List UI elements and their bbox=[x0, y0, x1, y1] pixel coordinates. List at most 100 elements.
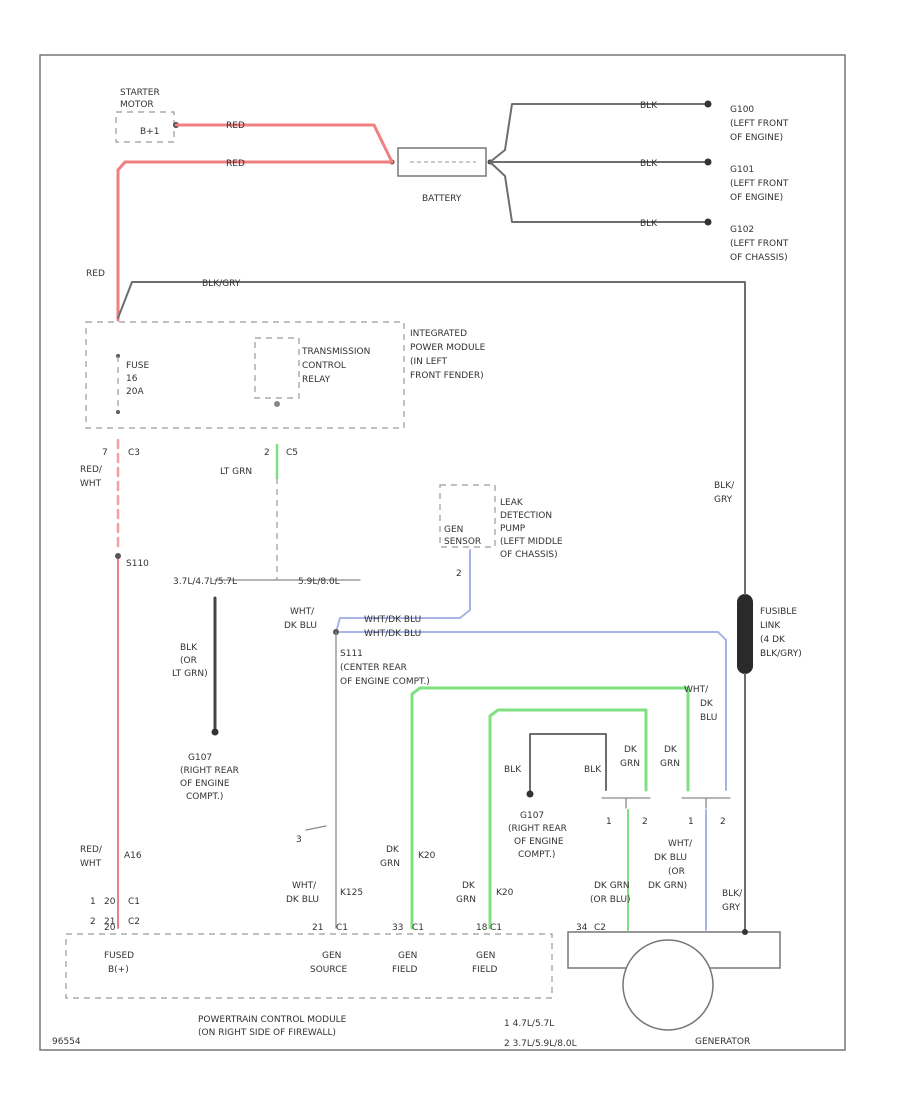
splice-s110 bbox=[115, 553, 121, 559]
wire-label-dk-grn-or-blu: DK GRN bbox=[594, 881, 630, 891]
ipm-label: INTEGRATED bbox=[410, 329, 467, 339]
wire-dk-grn-outer bbox=[410, 686, 690, 930]
connector-right bbox=[681, 797, 731, 809]
svg-text:MOTOR: MOTOR bbox=[120, 100, 154, 110]
svg-text:DK BLU: DK BLU bbox=[654, 853, 687, 863]
svg-text:PUMP: PUMP bbox=[500, 524, 526, 534]
wire-label-wht-dkblu-left: WHT/ bbox=[290, 607, 315, 617]
svg-text:OF CHASSIS): OF CHASSIS) bbox=[730, 253, 788, 263]
footnote-2: 2 3.7L/5.9L/8.0L bbox=[504, 1039, 577, 1049]
wire-label-red-2: RED bbox=[226, 159, 245, 169]
connector-c1-num: 20 bbox=[104, 897, 116, 907]
svg-text:DETECTION: DETECTION bbox=[500, 511, 552, 521]
svg-text:CONTROL: CONTROL bbox=[302, 361, 346, 371]
circuit-a16: A16 bbox=[124, 851, 142, 861]
footnote-1: 1 4.7L/5.7L bbox=[504, 1019, 554, 1029]
svg-text:B(+): B(+) bbox=[108, 965, 129, 975]
ground-g102 bbox=[704, 218, 712, 226]
svg-text:(4 DK: (4 DK bbox=[760, 635, 786, 645]
svg-text:BLK/GRY): BLK/GRY) bbox=[760, 649, 802, 659]
ground-label-g107-b: G107 bbox=[520, 811, 544, 821]
svg-text:(RIGHT REAR: (RIGHT REAR bbox=[508, 824, 567, 834]
svg-text:(ON RIGHT SIDE OF FIREWALL): (ON RIGHT SIDE OF FIREWALL) bbox=[198, 1028, 336, 1038]
svg-text:(IN LEFT: (IN LEFT bbox=[410, 357, 447, 367]
svg-text:GRY: GRY bbox=[722, 903, 741, 913]
pcm-pin-c1c: C1 bbox=[490, 923, 502, 933]
transmission-control-relay-box bbox=[254, 337, 300, 399]
integrated-power-module-box bbox=[85, 321, 405, 429]
svg-text:(RIGHT REAR: (RIGHT REAR bbox=[180, 766, 239, 776]
wire-label-dk-grn-ckt1: DK bbox=[386, 845, 400, 855]
svg-text:20A: 20A bbox=[126, 387, 144, 397]
pcm-pin-20: 20 bbox=[104, 923, 116, 933]
leak-pump-pin: 2 bbox=[456, 569, 462, 579]
wire-label-wht-dkblu-1: WHT/DK BLU bbox=[364, 615, 421, 625]
svg-text:GRN: GRN bbox=[660, 759, 680, 769]
wire-label-dk-grn-1: DK bbox=[624, 745, 638, 755]
svg-text:SOURCE: SOURCE bbox=[310, 965, 347, 975]
pcm-pin-34: 34 bbox=[576, 923, 588, 933]
wire-wht-dkblu-leak bbox=[335, 549, 471, 633]
svg-text:RELAY: RELAY bbox=[302, 375, 331, 385]
svg-text:OF ENGINE COMPT.): OF ENGINE COMPT.) bbox=[340, 677, 430, 687]
svg-text:FIELD: FIELD bbox=[472, 965, 498, 975]
diagram-frame bbox=[39, 54, 846, 1051]
svg-text:OF CHASSIS): OF CHASSIS) bbox=[500, 550, 558, 560]
ground-label-g102: G102 bbox=[730, 225, 754, 235]
wire-red-battery-trunk bbox=[116, 160, 394, 322]
svg-text:POWER MODULE: POWER MODULE bbox=[410, 343, 486, 353]
connector-c1: C1 bbox=[128, 897, 140, 907]
circuit-k125: K125 bbox=[340, 888, 363, 898]
svg-text:16: 16 bbox=[126, 374, 138, 384]
wire-label-red-1: RED bbox=[226, 121, 245, 131]
wire-label-wht-dkblu-2: WHT/DK BLU bbox=[364, 629, 421, 639]
wire-label-blk-gry-top: BLK/GRY bbox=[202, 279, 241, 289]
connector-c5-pin: 2 bbox=[264, 448, 270, 458]
connector-c1-pin: 1 bbox=[90, 897, 96, 907]
svg-text:GRY: GRY bbox=[714, 495, 733, 505]
svg-text:(LEFT FRONT: (LEFT FRONT bbox=[730, 179, 789, 189]
svg-text:GRN: GRN bbox=[620, 759, 640, 769]
svg-text:OF ENGINE): OF ENGINE) bbox=[730, 133, 783, 143]
svg-text:FIELD: FIELD bbox=[392, 965, 418, 975]
svg-text:LINK: LINK bbox=[760, 621, 781, 631]
fusible-link bbox=[737, 594, 753, 674]
connector-c3-pin: 7 bbox=[102, 448, 108, 458]
starter-pin-label: B+1 bbox=[140, 127, 159, 137]
connector-c2-pin: 2 bbox=[90, 917, 96, 927]
starter-motor-label: STARTER bbox=[120, 88, 160, 98]
wire-dk-grn-inner bbox=[488, 708, 648, 930]
ground-label-g101: G101 bbox=[730, 165, 754, 175]
leak-detection-pump-box bbox=[439, 484, 496, 548]
svg-text:(OR: (OR bbox=[668, 867, 685, 877]
wire-label-lt-grn: LT GRN bbox=[220, 467, 252, 477]
wire-label-blk-1: BLK bbox=[640, 101, 658, 111]
wire-label-red-3: RED bbox=[86, 269, 105, 279]
svg-text:DK GRN): DK GRN) bbox=[648, 881, 687, 891]
powertrain-control-module-box bbox=[65, 933, 553, 999]
connector-c5: C5 bbox=[286, 448, 298, 458]
connector-c2-num: 21 bbox=[104, 917, 115, 927]
pcm-pin-c1: C1 bbox=[336, 923, 348, 933]
wire-blk-middle bbox=[529, 733, 607, 793]
fuse-label: FUSE bbox=[126, 361, 149, 371]
svg-text:WHT: WHT bbox=[80, 479, 102, 489]
connector-pin-2a: 2 bbox=[642, 817, 648, 827]
ground-label-g100: G100 bbox=[730, 105, 754, 115]
generator-label: GENERATOR bbox=[695, 1037, 750, 1047]
svg-text:OF ENGINE): OF ENGINE) bbox=[730, 193, 783, 203]
ground-g107-a bbox=[211, 728, 219, 736]
wire-label-blk-mid: BLK bbox=[504, 765, 522, 775]
wire-red-starter-battery bbox=[174, 123, 394, 164]
engine-note-1: 3.7L/4.7L/5.7L bbox=[173, 577, 237, 587]
pcm-fused-b-label: FUSED bbox=[104, 951, 134, 961]
wire-label-blk-mid2: BLK bbox=[584, 765, 602, 775]
pcm-pin-18: 18 bbox=[476, 923, 488, 933]
trans-relay-label: TRANSMISSION bbox=[301, 347, 370, 357]
svg-text:WHT: WHT bbox=[80, 859, 102, 869]
pcm-pin-3: 3 bbox=[296, 835, 302, 845]
pcm-label: POWERTRAIN CONTROL MODULE bbox=[198, 1015, 347, 1025]
connector-pin-1a: 1 bbox=[606, 817, 612, 827]
svg-text:GRN: GRN bbox=[380, 859, 400, 869]
pcm-gen-source-label: GEN bbox=[322, 951, 341, 961]
